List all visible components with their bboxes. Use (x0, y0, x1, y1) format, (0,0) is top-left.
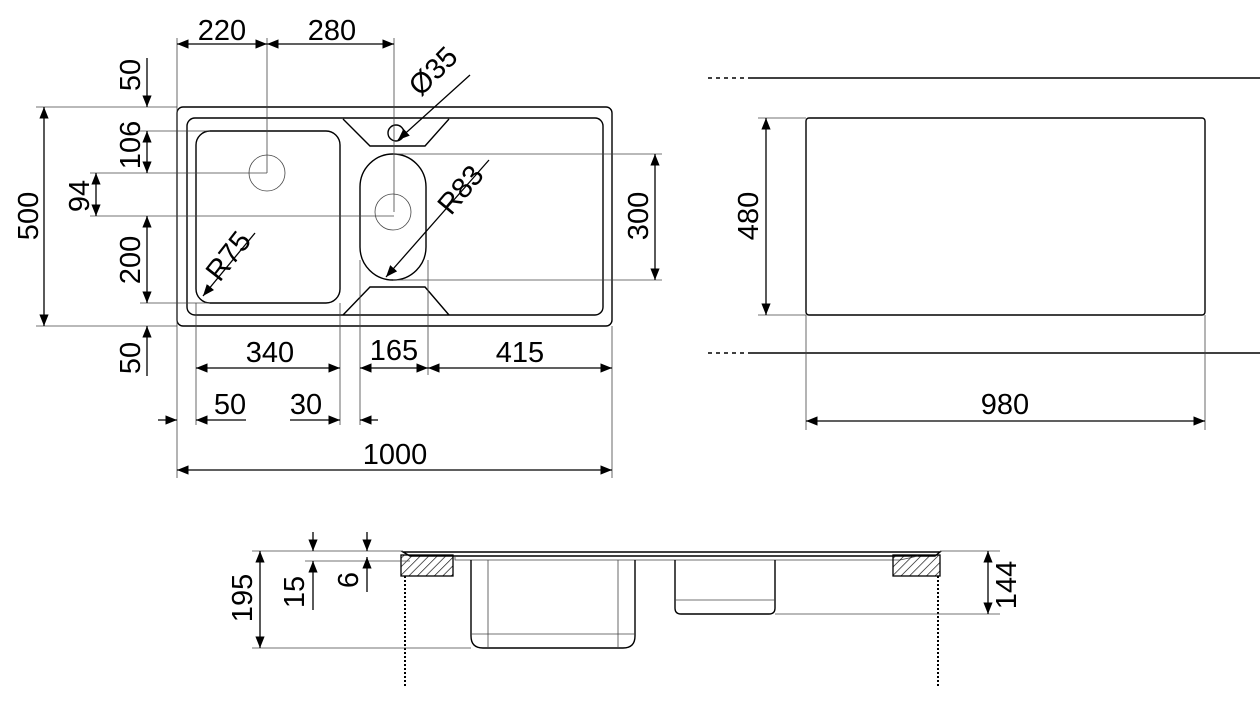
sink-inner-rim (186, 117, 604, 316)
dim-label-d35: Ø35 (403, 41, 464, 102)
tap-hole (387, 124, 405, 142)
cutout-view: 480 980 (708, 77, 1260, 430)
dim-label-500: 500 (13, 192, 45, 240)
top-view: 220 280 Ø35 50 106 94 200 50 500 300 R75… (13, 15, 662, 478)
section-view: 195 15 6 144 (227, 532, 1023, 686)
dim-label-50-left: 50 (214, 389, 246, 421)
top-bridge (342, 118, 450, 147)
dim-label-165: 165 (370, 335, 418, 367)
dim-label-220: 220 (198, 15, 246, 47)
main-bowl-section (470, 560, 636, 649)
dim-label-340: 340 (246, 337, 294, 369)
dim-label-r75: R75 (200, 226, 258, 288)
dim-label-30: 30 (290, 389, 322, 421)
dim-label-980: 980 (981, 389, 1029, 421)
worktop-left-section (400, 554, 454, 577)
dim-label-94: 94 (64, 180, 96, 212)
dim-label-200: 200 (115, 236, 147, 284)
dim-label-50-top: 50 (115, 59, 147, 91)
bottom-bridge (342, 286, 450, 316)
dim-label-1000: 1000 (363, 439, 428, 471)
dim-label-280: 280 (308, 15, 356, 47)
dim-label-144: 144 (991, 561, 1023, 609)
dim-label-300: 300 (623, 192, 655, 240)
sink-rim-profile (400, 551, 942, 557)
dim-label-195: 195 (227, 574, 259, 622)
extension-lines (36, 38, 662, 478)
dim-label-15: 15 (279, 576, 311, 608)
small-bowl-section (674, 560, 776, 615)
main-bowl (195, 130, 341, 304)
small-bowl-drain (374, 193, 412, 231)
dim-label-6: 6 (333, 572, 365, 588)
worktop-right-section (892, 554, 941, 577)
dim-label-480: 480 (733, 192, 765, 240)
sink-outline (176, 106, 613, 327)
small-bowl (359, 153, 427, 281)
dim-label-50-bottom: 50 (115, 342, 147, 374)
dimension-lines (39, 39, 660, 475)
dim-label-106: 106 (115, 121, 147, 169)
dim-label-415: 415 (496, 337, 544, 369)
cutout-outline (805, 117, 1206, 316)
